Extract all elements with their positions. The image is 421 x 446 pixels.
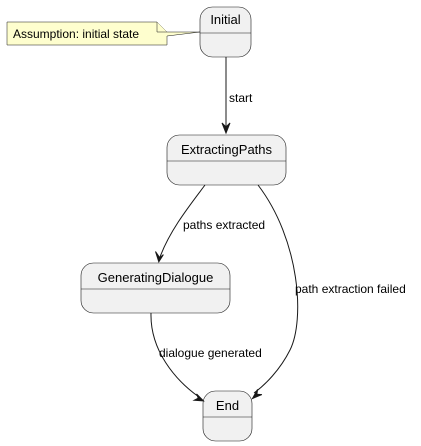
state-extracting-paths[interactable]: ExtractingPaths <box>166 134 287 186</box>
state-extracting-paths-box <box>166 134 287 186</box>
note-fold-corner <box>156 22 167 33</box>
transition-extraction-failed-line <box>253 184 299 394</box>
transition-dialogue-generated-line <box>150 312 200 398</box>
transition-paths-extracted-arrowhead <box>155 251 164 263</box>
transition-dialogue-generated-label: dialogue generated <box>159 346 262 360</box>
state-end-box <box>202 390 253 442</box>
transition-paths-extracted-line <box>159 184 206 258</box>
note-text: Assumption: initial state <box>13 27 139 41</box>
state-end[interactable]: End <box>202 390 253 442</box>
transition-start-label: start <box>229 91 253 105</box>
state-initial[interactable]: Initial <box>199 6 252 58</box>
assumption-note: Assumption: initial state <box>6 21 201 46</box>
transition-dialogue-generated[interactable]: dialogue generated <box>150 312 262 402</box>
state-initial-label: Initial <box>210 12 240 27</box>
transition-extraction-failed[interactable]: path extraction failed <box>251 184 406 400</box>
state-end-label: End <box>216 398 239 413</box>
transition-paths-extracted[interactable]: paths extracted <box>155 184 266 263</box>
transition-start-arrowhead <box>221 122 231 135</box>
state-generating-dialogue-label: GeneratingDialogue <box>98 270 214 285</box>
transition-dialogue-generated-arrowhead <box>192 393 205 402</box>
transition-extraction-failed-label: path extraction failed <box>295 282 406 296</box>
state-extracting-paths-label: ExtractingPaths <box>181 142 273 157</box>
transition-paths-extracted-label: paths extracted <box>183 218 265 232</box>
state-generating-dialogue[interactable]: GeneratingDialogue <box>80 262 231 314</box>
transition-extraction-failed-arrowhead <box>251 389 263 400</box>
note-body <box>6 21 201 46</box>
state-generating-dialogue-box <box>80 262 231 314</box>
transition-start[interactable]: start <box>221 57 253 135</box>
